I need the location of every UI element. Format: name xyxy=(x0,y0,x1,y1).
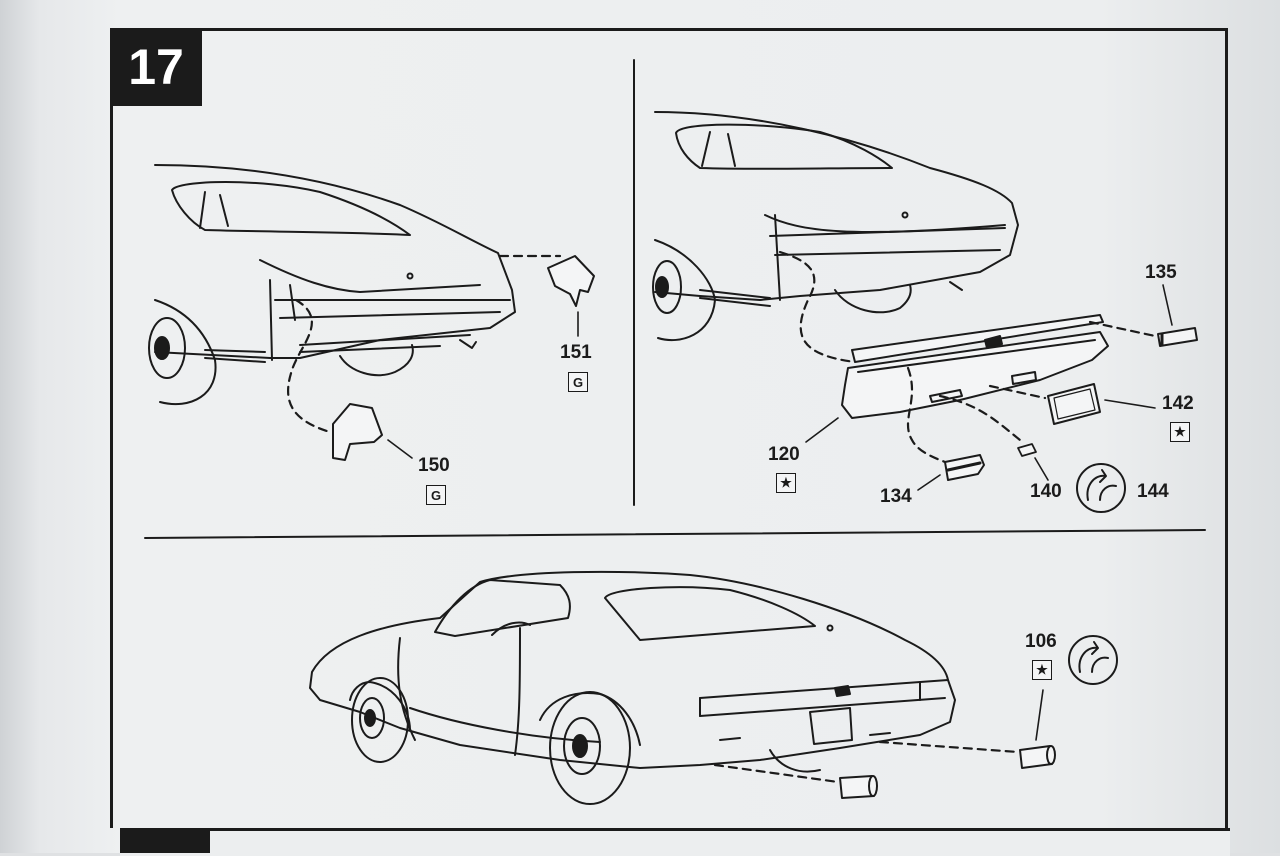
next-step-frame xyxy=(120,828,1230,856)
part-106-box: ★ xyxy=(1032,660,1052,680)
leader-135 xyxy=(1162,284,1173,326)
part-150-shape xyxy=(332,403,383,461)
guide-line-106-left xyxy=(713,763,840,784)
part-150-box: G xyxy=(426,485,446,505)
part-106-number: 106 xyxy=(1025,631,1057,652)
part-135-shape xyxy=(1157,327,1198,347)
part-142-shape xyxy=(1047,383,1101,425)
guide-line-150 xyxy=(287,298,332,434)
part-106-tip-left xyxy=(839,775,878,799)
panel-divider-horizontal xyxy=(144,529,1206,539)
part-120-bumper xyxy=(841,314,1109,419)
part-150-number: 150 xyxy=(418,455,450,476)
car-rear-right-panel xyxy=(652,111,1019,342)
part-151-shape xyxy=(547,255,595,307)
leader-134 xyxy=(917,474,941,491)
next-step-badge xyxy=(120,831,210,853)
part-135-number: 135 xyxy=(1145,262,1177,283)
part-120-box: ★ xyxy=(776,473,796,493)
guide-line-120 xyxy=(778,250,857,364)
guide-line-140 xyxy=(938,394,1022,442)
guide-line-134 xyxy=(906,366,947,464)
part-140-number: 140 xyxy=(1030,481,1062,502)
part-151-box: G xyxy=(568,372,588,392)
glue-circle-icon xyxy=(1068,635,1118,685)
part-106-tip-right xyxy=(1019,745,1056,769)
car-full-view xyxy=(309,570,956,805)
glue-circle-icon xyxy=(1076,463,1126,513)
part-134-number: 134 xyxy=(880,486,912,507)
leader-120 xyxy=(805,417,839,443)
car-rear-left-panel xyxy=(148,164,516,406)
guide-line-106-right xyxy=(878,740,1020,754)
part-120-number: 120 xyxy=(768,444,800,465)
part-151-number: 151 xyxy=(560,342,592,363)
leader-142 xyxy=(1104,399,1156,409)
leader-106 xyxy=(1035,689,1044,741)
step-frame xyxy=(110,28,1228,828)
guide-line-135 xyxy=(1088,320,1157,338)
step-number-badge: 17 xyxy=(110,28,202,106)
leader-150 xyxy=(387,439,413,459)
part-142-number: 142 xyxy=(1162,393,1194,414)
guide-line-142 xyxy=(988,384,1047,400)
part-144-number: 144 xyxy=(1137,481,1169,502)
leader-140 xyxy=(1034,457,1049,481)
part-140-shape xyxy=(1017,443,1037,457)
part-142-box: ★ xyxy=(1170,422,1190,442)
